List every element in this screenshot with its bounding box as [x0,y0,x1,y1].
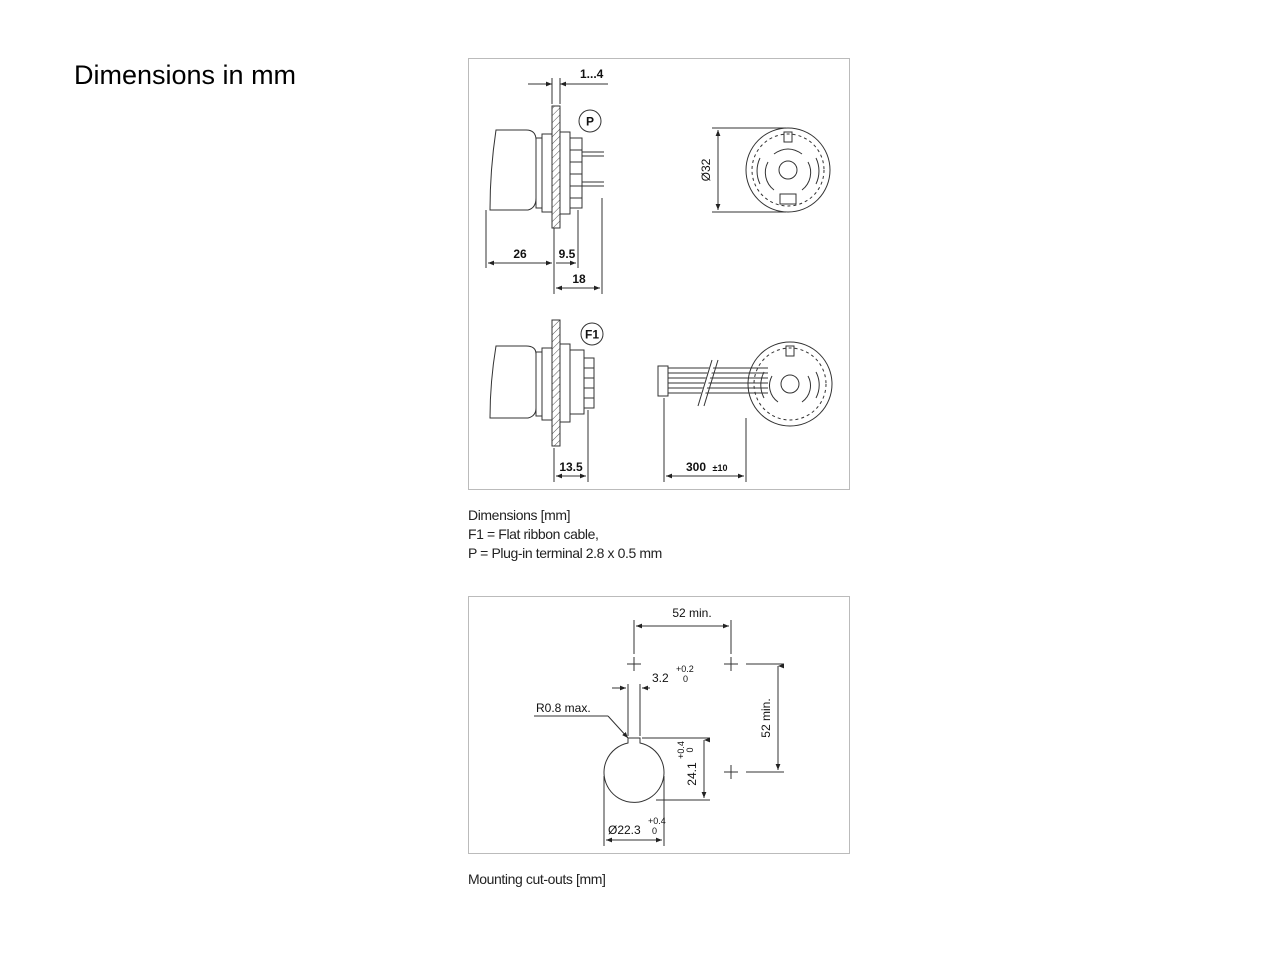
dim-key-width [612,684,650,736]
figure-caption-dimensions: Dimensions [mm] F1 = Flat ribbon cable, … [468,506,662,563]
dim-hole-diameter [604,776,665,846]
dim-300-tolerance: ±10 [713,463,728,473]
dim-300-label: 300 [686,460,706,474]
callout-f1-label: F1 [585,328,599,342]
dim-key-width-tol-lower: 0 [683,674,688,684]
dim-spacing-horizontal-label: 52 min. [672,606,711,620]
dim-panel-thickness [528,78,608,104]
dim-diameter [712,127,786,213]
dim-height [642,738,710,801]
dim-hole-diameter-tol-lower: 0 [652,826,657,836]
dim-26-label: 26 [513,247,527,261]
dim-hole-diameter-label: Ø22.3 [608,823,641,837]
dim-radius-label: R0.8 max. [536,701,591,715]
dim-13-5 [554,410,589,482]
dim-key-width-tol-upper: +0.2 [676,664,694,674]
dim-height-label: 24.1 [685,762,699,786]
dim-lengths [486,198,603,294]
dim-key-width-label: 3.2 [652,671,669,685]
mounting-cutout-drawing: 52 min. 52 min. 3.2 +0.2 0 R0.8 max. 24.… [468,596,850,854]
dim-height-tol-lower: 0 [685,747,695,752]
dim-300 [664,398,747,482]
caption-line: F1 = Flat ribbon cable, [468,526,599,542]
dim-13-5-label: 13.5 [559,460,583,474]
button-front-view [745,127,831,213]
dim-spacing-horizontal [634,620,732,654]
caption-line: P = Plug-in terminal 2.8 x 0.5 mm [468,545,662,561]
dimension-drawing: P 1...4 26 9.5 18 [468,58,850,490]
cutout-hole [603,737,665,803]
dim-spacing-vertical-label: 52 min. [759,698,773,737]
page-title: Dimensions in mm [74,60,297,90]
dim-diameter-label: Ø32 [699,158,713,181]
callout-p [578,109,602,133]
ribbon-cable-view [657,341,833,427]
dim-radius-leader [534,715,629,739]
button-side-view-plug [489,105,604,229]
figure-frame [468,596,850,854]
dim-hole-diameter-tol-upper: +0.4 [648,816,666,826]
callout-f1 [580,322,604,346]
dim-18-label: 18 [572,272,586,286]
caption-line: Mounting cut-outs [mm] [468,871,606,887]
dim-spacing-vertical [746,664,784,773]
caption-line: Dimensions [mm] [468,507,571,523]
dim-height-tol-upper: +0.4 [676,741,686,759]
button-side-view-ribbon [489,319,595,447]
callout-p-label: P [586,115,594,129]
dim-panel-thickness-label: 1...4 [580,67,604,81]
dim-9-5-label: 9.5 [559,247,576,261]
figure-caption-mounting: Mounting cut-outs [mm] [468,870,606,889]
